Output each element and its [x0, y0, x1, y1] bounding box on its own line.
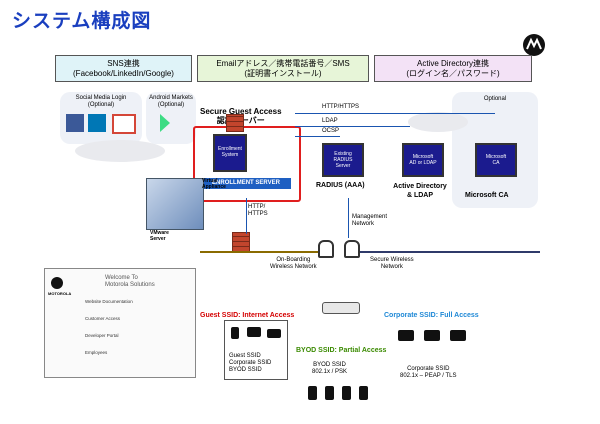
email-header: Emailアドレス／携帯電話番号／SMS (証明書インストール)	[197, 55, 369, 82]
portal-brand: MOTOROLA	[48, 291, 72, 296]
ocsp-label: OCSP	[322, 128, 340, 134]
portal-row[interactable]: Customer Access	[85, 316, 121, 321]
corp-laptop-icon	[424, 330, 440, 341]
virtual-appliance-label: Virtual Appliance	[202, 178, 226, 190]
byod-label: BYOD SSID 802.1x / PSK	[312, 362, 348, 375]
enrollment-monitor: Enrollment System	[213, 134, 247, 172]
laptop-icon	[267, 329, 281, 338]
optional-label: Optional	[483, 96, 507, 102]
linkedin-icon	[88, 114, 106, 132]
sns-header-sub: (Facebook/LinkedIn/Google)	[73, 69, 174, 78]
firewall-top-icon	[226, 114, 244, 132]
portal-screenshot: MOTOROLA Welcome To Motorola Solutions W…	[44, 268, 196, 378]
ad-label: Active Directory & LDAP	[393, 183, 447, 199]
secure-wireless-label: Secure Wireless Network	[370, 257, 414, 270]
ldap-label: LDAP	[322, 118, 338, 124]
byod-ssid-label: BYOD SSID: Partial Access	[296, 347, 387, 354]
portal-row[interactable]: Website Documentation	[85, 299, 133, 304]
wifi-lock-right-icon	[344, 240, 360, 258]
enrollment-server-frame: Enrollment System ENROLLMENT SERVER	[193, 126, 301, 202]
vmware-label: VMware Server	[150, 230, 169, 242]
gmail-icon	[112, 114, 136, 134]
cloud-left	[75, 140, 165, 162]
onboarding-line	[200, 251, 320, 253]
email-header-title: Emailアドレス／携帯電話番号／SMS	[216, 59, 350, 68]
portal-row[interactable]: Employees	[85, 350, 108, 355]
ca-monitor: Microsoft CA	[475, 143, 517, 177]
sns-header: SNS連携 (Facebook/LinkedIn/Google)	[55, 55, 192, 82]
management-vertical-line	[348, 198, 349, 238]
secure-wireless-line	[360, 251, 540, 253]
http-vertical-line	[246, 198, 247, 234]
radius-label: RADIUS (AAA)	[316, 182, 365, 189]
portal-logo-icon	[51, 277, 63, 289]
social-optional: (Optional)	[87, 102, 115, 108]
guest-ssid-label: Guest SSID: Internet Access	[200, 312, 295, 319]
firewall-bottom-icon	[232, 232, 250, 252]
http-https-label: HTTP/ HTTPS	[248, 204, 268, 217]
ad-header-title: Active Directory連携	[416, 59, 489, 68]
android-label: Android Markets	[149, 95, 193, 101]
guest-devices-box: Guest SSID Corporate SSID BYOD SSID	[224, 320, 288, 380]
page-title: システム構成図	[12, 11, 152, 32]
http-line	[295, 113, 495, 114]
vmware-server-icon	[146, 178, 204, 230]
access-point-icon	[322, 302, 360, 314]
http-label: HTTP/HTTPS	[322, 104, 359, 110]
ca-label: Microsoft CA	[465, 192, 509, 199]
guest-ssid-list: Guest SSID Corporate SSID BYOD SSID	[229, 353, 272, 373]
tablet-icon	[247, 327, 261, 337]
social-media-group: Social Media Login (Optional)	[60, 92, 142, 144]
ocsp-line	[295, 136, 340, 137]
ldap-line	[295, 126, 410, 127]
email-header-sub: (証明書インストール)	[244, 69, 322, 78]
motorola-logo-icon	[523, 34, 545, 56]
radius-monitor: Existing RADIUS Server	[322, 143, 364, 177]
portal-row[interactable]: Developer Portal	[85, 333, 119, 338]
byod-phone-icon	[325, 386, 334, 400]
corp-label: Corporate SSID 802.1x – PEAP / TLS	[400, 366, 457, 379]
corp-laptop-icon	[450, 330, 466, 341]
ad-monitor: Microsoft AD or LDAP	[402, 143, 444, 177]
management-label: Management Network	[352, 214, 388, 227]
android-optional: (Optional)	[157, 102, 185, 108]
facebook-icon	[66, 114, 84, 132]
wifi-lock-left-icon	[318, 240, 334, 258]
ad-header: Active Directory連携 (ログイン名／パスワード)	[374, 55, 532, 82]
onboarding-label: On-Boarding Wireless Network	[270, 257, 317, 270]
sns-header-title: SNS連携	[107, 59, 140, 68]
android-group: Android Markets (Optional)	[146, 92, 196, 144]
portal-rows: Website Documentation Customer Access De…	[85, 299, 189, 355]
social-label: Social Media Login	[75, 95, 127, 101]
enrollment-banner: ENROLLMENT SERVER	[201, 178, 291, 189]
portal-welcome: Welcome To Motorola Solutions	[105, 275, 155, 288]
cloud-right	[408, 112, 468, 132]
byod-phone-icon	[308, 386, 317, 400]
play-store-icon	[160, 114, 170, 132]
corporate-ssid-label: Corporate SSID: Full Access	[384, 312, 479, 319]
corp-laptop-icon	[398, 330, 414, 341]
byod-phone-icon	[359, 386, 368, 400]
ad-header-sub: (ログイン名／パスワード)	[406, 69, 500, 78]
byod-phone-icon	[342, 386, 351, 400]
phone-icon	[231, 327, 239, 339]
